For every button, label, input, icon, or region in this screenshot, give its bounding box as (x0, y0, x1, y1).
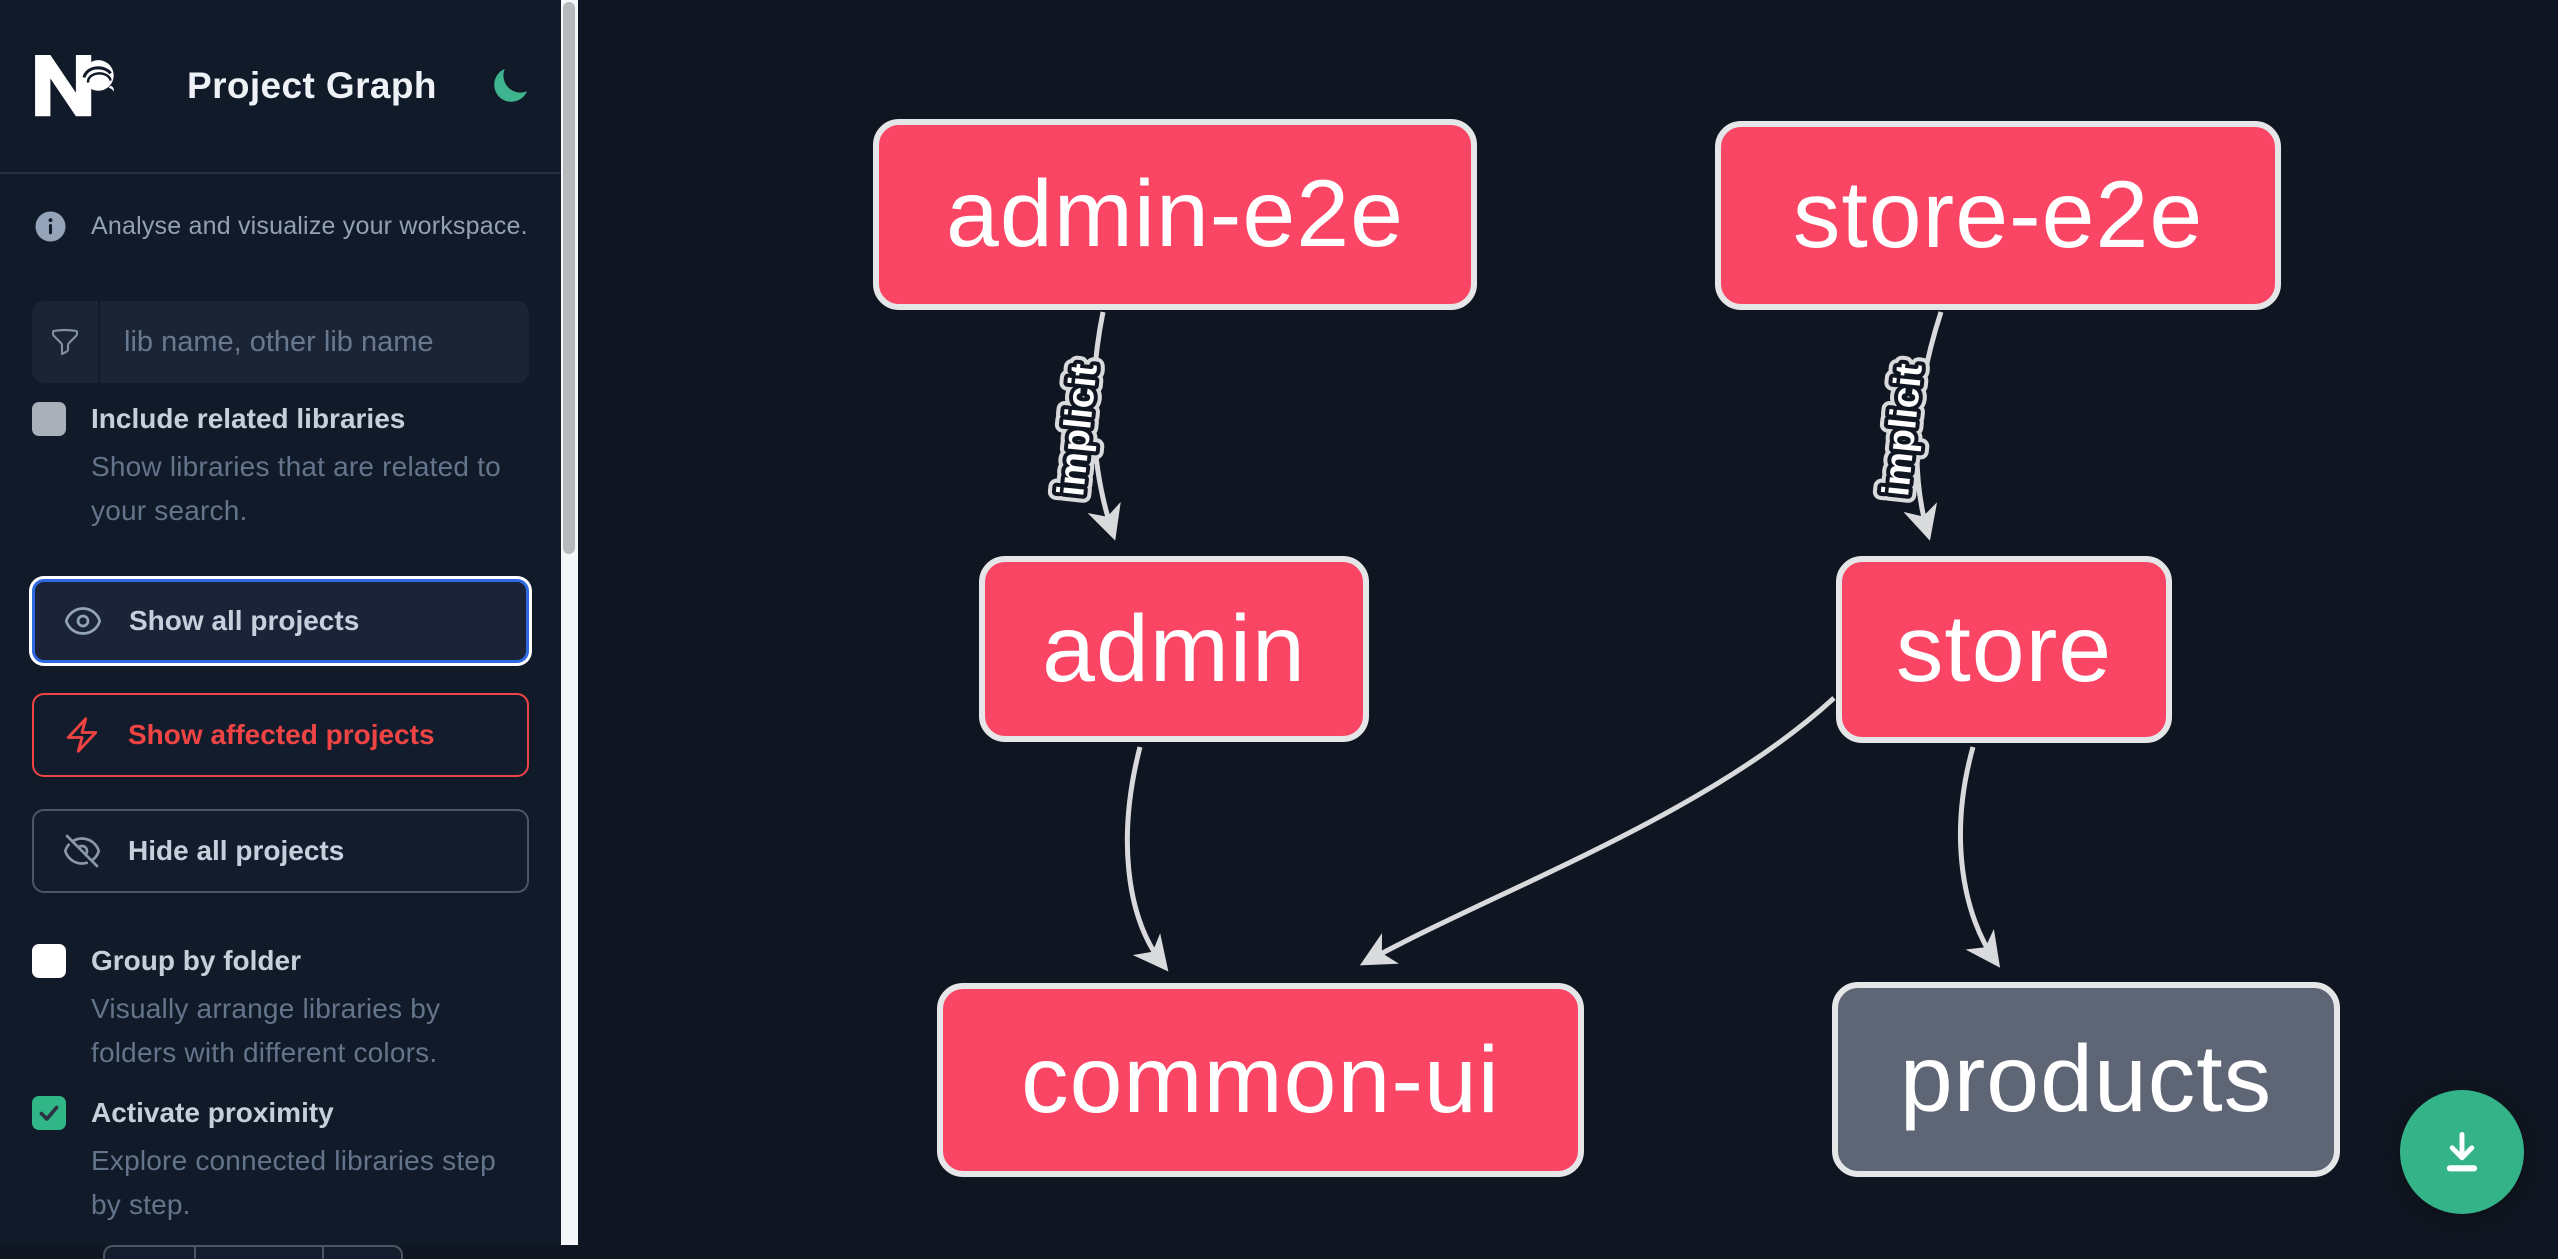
checkbox-group-by-folder[interactable] (32, 944, 66, 978)
moon-icon[interactable] (489, 65, 531, 107)
funnel-icon (32, 301, 100, 383)
edge-store-to-products (1958, 746, 2001, 968)
hide-all-projects-button[interactable]: Hide all projects (32, 809, 529, 893)
download-graph-button[interactable] (2400, 1090, 2524, 1214)
page-title: Project Graph (187, 65, 437, 106)
workspace-tagline-row: Analyse and visualize your workspace. (32, 208, 529, 245)
option-description: Show libraries that are related to your … (91, 451, 501, 526)
graph-node-admin[interactable]: admin (979, 556, 1369, 742)
option-activate-proximity: Activate proximity Explore connected lib… (32, 1093, 529, 1227)
proximity-depth-stepper[interactable] (103, 1245, 403, 1259)
checkbox-include-related-libraries[interactable] (32, 402, 66, 436)
eye-slash-icon (62, 831, 102, 871)
filter-input[interactable] (100, 301, 529, 383)
eye-icon (63, 601, 103, 641)
nx-logo (31, 53, 129, 119)
sidebar: Project Graph Analyse and visualize your… (0, 0, 561, 1259)
sidebar-scrollbar-track (561, 0, 578, 1245)
graph-node-common-ui[interactable]: common-ui (937, 983, 1584, 1177)
button-label: Show affected projects (128, 719, 435, 750)
graph-node-products[interactable]: products (1832, 982, 2340, 1177)
show-all-projects-button[interactable]: Show all projects (32, 579, 529, 663)
graph-node-store[interactable]: store (1836, 556, 2172, 743)
stepper-divider (322, 1247, 324, 1259)
edge-store-e2e-to-store (1903, 311, 1944, 541)
filter-searchbox (32, 301, 529, 383)
option-description: Visually arrange libraries by folders wi… (91, 993, 441, 1068)
option-label: Group by folder (91, 945, 301, 976)
option-label: Activate proximity (91, 1097, 334, 1128)
option-include-related-libraries: Include related libraries Show libraries… (32, 399, 529, 533)
option-label: Include related libraries (91, 403, 406, 434)
sidebar-header: Project Graph (0, 0, 561, 174)
stepper-divider (194, 1247, 196, 1259)
checkbox-activate-proximity[interactable] (32, 1096, 66, 1130)
option-description: Explore connected libraries step by step… (91, 1145, 496, 1220)
download-icon (2434, 1124, 2490, 1180)
workspace-tagline: Analyse and visualize your workspace. (91, 212, 528, 240)
button-label: Hide all projects (128, 835, 345, 866)
edge-label-implicit: implicit (1875, 361, 1931, 498)
option-group-by-folder: Group by folder Visually arrange librari… (32, 941, 529, 1075)
info-icon (32, 208, 69, 245)
edge-store-to-common-ui (1359, 696, 1836, 966)
show-affected-projects-button[interactable]: Show affected projects (32, 693, 529, 777)
edge-admin-to-common-ui (1124, 746, 1169, 972)
edge-admin-e2e-to-admin (1087, 311, 1121, 541)
sidebar-scrollbar-thumb[interactable] (563, 2, 575, 554)
bolt-icon (62, 715, 102, 755)
button-label: Show all projects (129, 605, 360, 636)
graph-node-store-e2e[interactable]: store-e2e (1715, 121, 2281, 310)
graph-node-admin-e2e[interactable]: admin-e2e (873, 119, 1477, 310)
